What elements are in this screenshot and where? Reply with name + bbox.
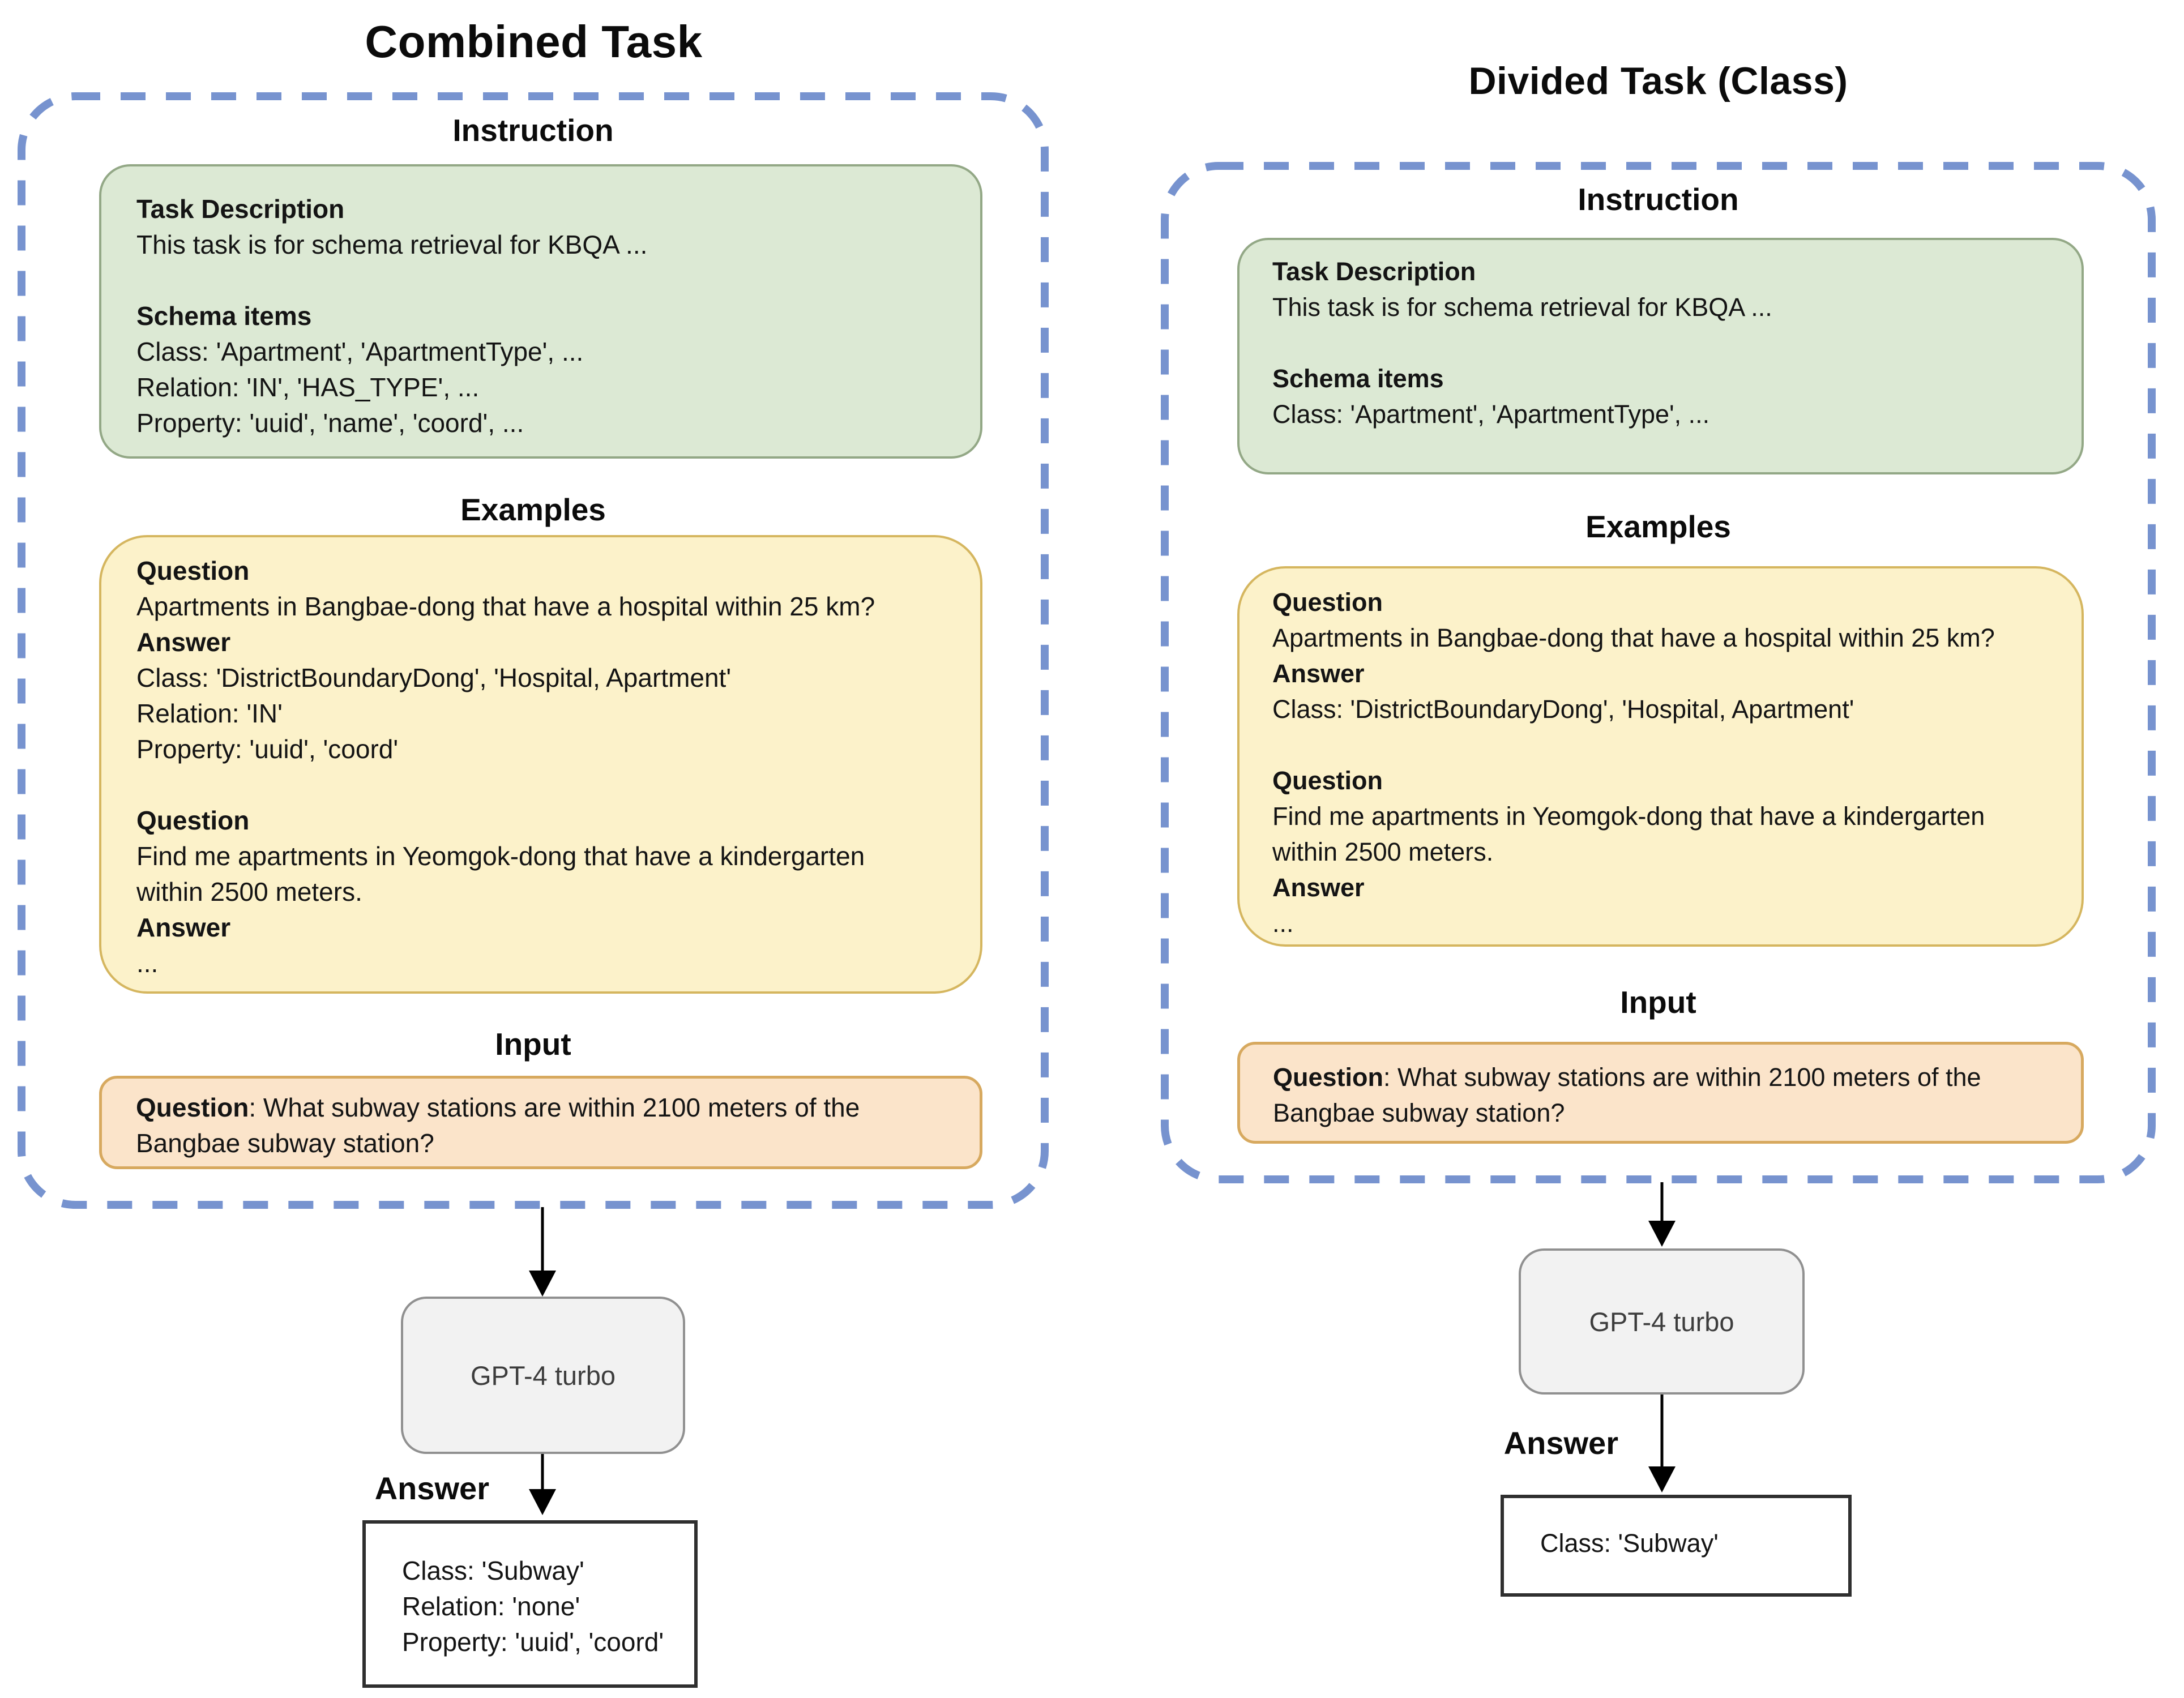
text-line: Find me apartments in Yeomgok-dong that … — [136, 841, 865, 871]
arrow-down-icon — [529, 1207, 556, 1297]
input-box: Question: What subway stations are withi… — [99, 1076, 982, 1169]
examples-section-header: Examples — [1585, 509, 1731, 544]
input-section-header: Input — [495, 1027, 571, 1062]
arrow-down-icon — [1648, 1395, 1676, 1492]
gpt4-turbo-node: GPT-4 turbo — [401, 1297, 685, 1454]
text-line: Relation: 'IN', 'HAS_TYPE', ... — [136, 373, 480, 402]
text-line: Question — [136, 806, 250, 835]
text-line: Property: 'uuid', 'coord' — [402, 1627, 664, 1657]
text-line: Class: 'Apartment', 'ApartmentType', ... — [136, 337, 584, 366]
text-line: Question — [136, 556, 250, 585]
text-line: Class: 'Apartment', 'ApartmentType', ... — [1272, 400, 1710, 429]
arrow-down-icon — [1648, 1182, 1676, 1247]
text-line: Apartments in Bangbae-dong that have a h… — [1272, 623, 1995, 652]
text-line: Answer — [136, 627, 231, 657]
answer-label: Answer — [374, 1470, 489, 1506]
text-line: Relation: 'IN' — [136, 699, 283, 728]
text-line — [136, 263, 946, 298]
text-line: Question — [1272, 766, 1383, 795]
text-line: Task Description — [136, 194, 345, 224]
gpt4-turbo-node: GPT-4 turbo — [1519, 1248, 1805, 1395]
text-line: Property: 'uuid', 'coord' — [136, 734, 399, 764]
arrow-down-icon — [529, 1454, 556, 1515]
text-line: Task Description — [1272, 257, 1476, 286]
question-label: Question — [136, 1093, 249, 1122]
text-line: Class: 'DistrictBoundaryDong', 'Hospital… — [1272, 695, 1854, 724]
text-line: This task is for schema retrieval for KB… — [1272, 293, 1772, 322]
divided-task-boundary — [1161, 162, 2156, 1183]
combined-task-boundary — [18, 92, 1049, 1209]
text-line: Class: 'Subway' — [1540, 1529, 1719, 1558]
question-text-line1: : What subway stations are within 2100 m… — [249, 1093, 860, 1122]
examples-section-header: Examples — [460, 492, 606, 527]
text-line: Find me apartments in Yeomgok-dong that … — [1272, 802, 1985, 831]
text-line: Class: 'Subway' — [402, 1556, 584, 1585]
text-line: Property: 'uuid', 'name', 'coord', ... — [136, 408, 524, 438]
answer-label: Answer — [1503, 1425, 1618, 1461]
combined-task-title: Combined Task — [365, 16, 703, 67]
text-line: Answer — [136, 913, 231, 942]
text-line: Answer — [1272, 873, 1365, 902]
instruction-section-header: Instruction — [1578, 182, 1739, 217]
text-line: Schema items — [1272, 364, 1444, 393]
text-line: Schema items — [136, 301, 312, 331]
text-line: Apartments in Bangbae-dong that have a h… — [136, 592, 875, 621]
text-line: within 2500 meters. — [136, 877, 362, 906]
text-line — [136, 767, 946, 803]
text-line — [1272, 727, 2050, 763]
answer-output-box: Class: 'Subway' Relation: 'none' Property:… — [362, 1520, 698, 1688]
model-label: GPT-4 turbo — [471, 1360, 616, 1391]
question-text-line2: Bangbae subway station? — [136, 1128, 434, 1158]
question-label: Question — [1273, 1063, 1384, 1092]
input-question-text: Question: What subway stations are withi… — [136, 1090, 948, 1161]
input-box: Question: What subway stations are withi… — [1237, 1042, 2084, 1144]
model-label: GPT-4 turbo — [1589, 1306, 1734, 1337]
text-line: within 2500 meters. — [1272, 837, 1494, 866]
text-line: ... — [1272, 909, 1294, 938]
text-line — [1272, 325, 2050, 361]
divided-task-title: Divided Task (Class) — [1468, 59, 1848, 102]
text-line: Answer — [1272, 659, 1365, 688]
text-line: Class: 'DistrictBoundaryDong', 'Hospital… — [136, 663, 732, 692]
answer-output-box: Class: 'Subway' — [1501, 1495, 1852, 1597]
question-text-line2: Bangbae subway station? — [1273, 1098, 1565, 1127]
text-line: Question — [1272, 588, 1383, 617]
text-line: ... — [136, 948, 159, 978]
input-question-text: Question: What subway stations are withi… — [1273, 1059, 2051, 1131]
text-line: Relation: 'none' — [402, 1592, 580, 1621]
text-line: This task is for schema retrieval for KB… — [136, 230, 648, 259]
instruction-section-header: Instruction — [452, 113, 614, 148]
question-text-line1: : What subway stations are within 2100 m… — [1383, 1063, 1981, 1092]
input-section-header: Input — [1620, 985, 1696, 1020]
